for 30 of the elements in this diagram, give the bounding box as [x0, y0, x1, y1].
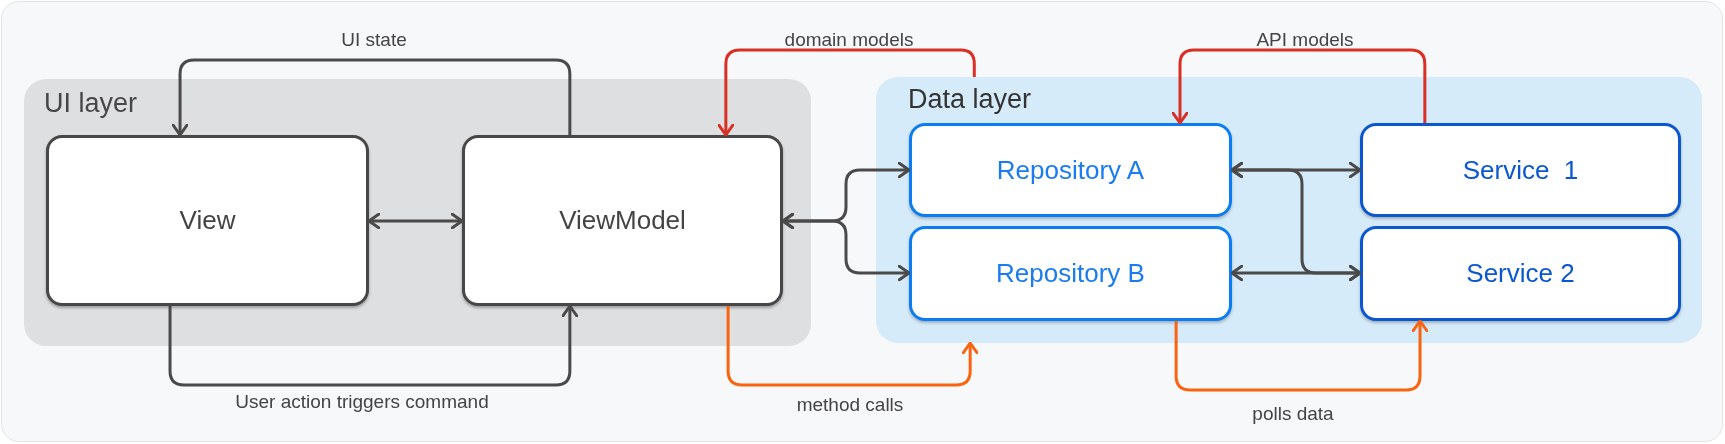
arrow — [171, 58, 572, 137]
component-box — [462, 135, 783, 306]
arrow — [367, 212, 464, 230]
box-label: Service 2 — [1466, 257, 1575, 290]
edge-label: polls data — [1251, 401, 1335, 426]
box-label: Repository B — [996, 257, 1145, 290]
panel-heading: UI layer — [44, 87, 138, 120]
arrow — [726, 306, 979, 387]
box-label: View — [179, 204, 236, 237]
arrow — [781, 212, 911, 282]
edge-label: User action triggers command — [234, 389, 490, 414]
edge-label: domain models — [783, 27, 915, 52]
arrow — [1230, 264, 1362, 282]
box-label: Service 1 — [1462, 153, 1579, 187]
box-label: Repository A — [996, 153, 1145, 187]
arrow — [168, 304, 579, 387]
service-box — [1360, 123, 1681, 217]
arrow — [1171, 48, 1427, 125]
component-box — [46, 135, 369, 306]
repository-box — [909, 226, 1232, 321]
box-label: ViewModel — [559, 204, 686, 237]
layer-panel — [24, 79, 811, 346]
service-box — [1360, 226, 1681, 321]
repository-box — [909, 123, 1232, 217]
panel-heading: Data layer — [908, 83, 1032, 116]
edge-label: API models — [1255, 27, 1355, 52]
edge-label: UI state — [340, 27, 408, 52]
arrow — [1174, 319, 1429, 392]
edge-label: method calls — [795, 392, 905, 417]
layer-panel — [876, 77, 1702, 343]
